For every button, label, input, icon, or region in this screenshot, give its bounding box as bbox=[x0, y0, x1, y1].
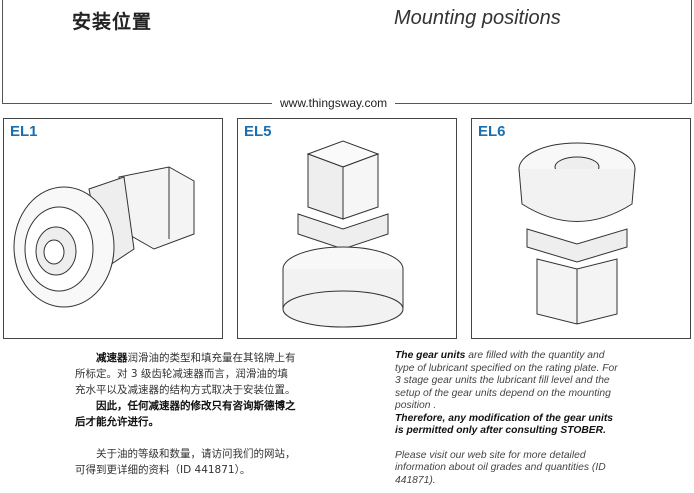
description-en: The gear units are filled with the quant… bbox=[395, 350, 621, 487]
panel-el1: EL1 bbox=[3, 118, 223, 339]
panel-el6: EL6 bbox=[471, 118, 691, 339]
text: are filled with the quantity and type of… bbox=[395, 350, 618, 411]
panel-label: EL5 bbox=[244, 123, 272, 140]
panel-el5: EL5 bbox=[237, 118, 457, 339]
watermark-url: www.thingsway.com bbox=[272, 96, 396, 110]
panel-label: EL6 bbox=[478, 123, 506, 140]
website-note-cn: 关于油的等级和数量，请访问我们的网站，可得到更详细的资料（ID 441871）。 bbox=[75, 448, 296, 476]
description-cn: 减速器润滑油的类型和填充量在其铭牌上有所标定。对 3 级齿轮减速器而言，润滑油的… bbox=[75, 350, 297, 478]
website-note-en: Please visit our web site for more detai… bbox=[395, 449, 606, 486]
page-title-en: Mounting positions bbox=[394, 7, 561, 29]
gearbox-el6-drawing bbox=[518, 142, 636, 325]
warning-cn: 因此，任何减速器的修改只有咨询斯德博之后才能允许进行。 bbox=[75, 400, 296, 428]
gearbox-el5-drawing bbox=[282, 140, 404, 328]
page-title-cn: 安装位置 bbox=[72, 11, 153, 33]
panel-label: EL1 bbox=[10, 123, 38, 140]
warning-en: Therefore, any modification of the gear … bbox=[395, 412, 613, 437]
text: 润滑油的类型和填充量在其铭牌上有所标定。对 3 级齿轮减速器而言，润滑油的填充水… bbox=[75, 352, 296, 396]
gearbox-el1-drawing bbox=[13, 166, 195, 308]
text-bold: The gear units bbox=[395, 350, 466, 361]
text-bold: 减速器 bbox=[96, 352, 128, 364]
